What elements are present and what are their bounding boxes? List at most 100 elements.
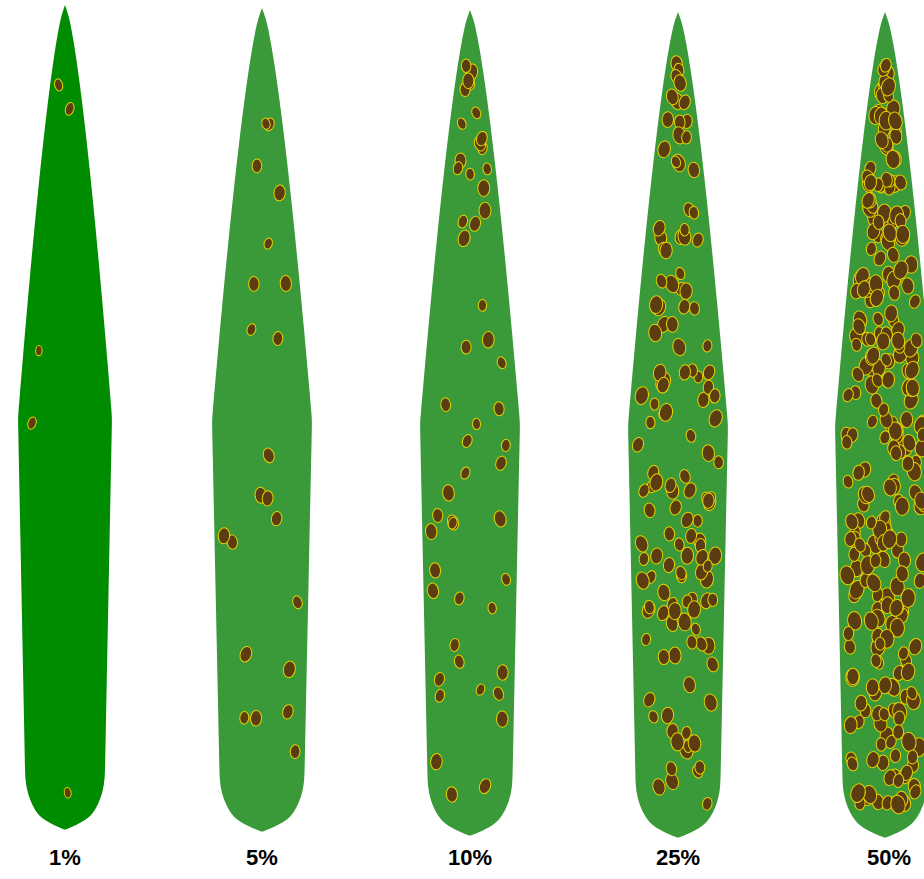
lesion-spot: [26, 416, 38, 431]
lesion-spot: [261, 117, 272, 130]
lesion-spot: [709, 388, 721, 403]
lesion-spot: [702, 339, 713, 352]
lesion-spot: [870, 553, 881, 568]
lesion-spot: [910, 332, 924, 349]
lesion-spot: [680, 223, 690, 236]
lesion-spot: [453, 654, 465, 669]
lesion-spot: [914, 552, 924, 572]
lesion-spot: [877, 333, 890, 350]
lesion-spot: [680, 547, 694, 565]
lesion-spot: [446, 786, 458, 802]
severity-label: 25%: [656, 847, 700, 869]
lesion-spot: [674, 565, 687, 581]
lesion-spot: [290, 745, 301, 759]
lesion-spot: [873, 130, 889, 150]
lesion-spot: [875, 637, 886, 651]
lesion-spot: [425, 523, 438, 540]
severity-label: 10%: [448, 847, 492, 869]
lesion-spot: [452, 161, 464, 176]
lesion-spot: [472, 418, 481, 430]
lesion-spot: [855, 695, 868, 711]
lesion-spot: [908, 293, 922, 310]
lesion-spot: [63, 787, 71, 799]
leaf: [18, 5, 112, 830]
lesion-spot: [844, 716, 858, 734]
lesion-spot: [496, 356, 508, 370]
lesion-spot: [433, 672, 446, 688]
lesion-spot: [494, 455, 508, 472]
lesion-spot: [866, 242, 877, 256]
leaf: [212, 8, 312, 832]
lesion-spot: [631, 436, 646, 453]
lesion-spot: [35, 346, 42, 356]
lesion-spot: [453, 591, 465, 606]
lesion-spot: [677, 94, 691, 111]
lesion-spot: [860, 485, 877, 505]
lesion-spot: [478, 180, 490, 197]
leaf-blade: [628, 12, 728, 838]
lesion-spot: [273, 184, 286, 201]
leaf-blade: [420, 10, 520, 836]
lesion-spot: [657, 583, 671, 601]
lesion-spot: [501, 439, 511, 452]
lesion-spot: [475, 130, 489, 147]
lesion-spot: [885, 149, 901, 169]
lesion-spot: [250, 710, 262, 726]
lesion-spot: [878, 707, 891, 722]
lesion-spot: [643, 600, 655, 615]
lesion-spot: [687, 734, 701, 753]
lesion-spot: [895, 532, 907, 547]
lesion-spot: [681, 130, 692, 144]
lesion-spot: [430, 753, 443, 770]
lesion-spot: [863, 174, 878, 192]
lesion-spot: [457, 229, 472, 248]
severity-label: 50%: [867, 847, 911, 869]
lesion-spot: [883, 478, 898, 496]
lesion-spot: [877, 402, 889, 417]
lesion-spot: [662, 557, 675, 574]
lesion-spot: [847, 668, 859, 684]
leaf-blade: [18, 5, 112, 830]
lesion-spot: [708, 593, 718, 607]
lesion-spot: [894, 174, 908, 191]
lesion-spot: [892, 773, 904, 788]
lesion-spot: [470, 106, 482, 120]
lesion-spot: [468, 215, 482, 232]
lesion-spot: [915, 439, 924, 457]
lesion-spot: [500, 573, 511, 587]
lesion-spot: [461, 59, 471, 73]
lesion-spot: [457, 214, 469, 229]
lesion-spot: [685, 428, 697, 443]
lesion-spot: [889, 794, 907, 816]
lesion-spot: [844, 512, 860, 531]
lesion-spot: [872, 249, 888, 267]
lesion-spot: [263, 237, 274, 250]
lesion-spot: [218, 527, 231, 544]
lesion-spot: [639, 552, 650, 566]
lesion-spot: [291, 595, 303, 610]
lesion-spot: [252, 159, 262, 173]
lesion-spot: [843, 639, 856, 655]
lesion-spot: [659, 242, 673, 260]
lesion-spot: [662, 112, 674, 128]
lesion-spot: [695, 760, 706, 774]
lesion-spot: [873, 215, 885, 230]
lesion-spot: [656, 140, 671, 159]
lesion-spot: [917, 428, 924, 442]
lesion-spot: [456, 117, 468, 131]
lesion-spot: [666, 316, 678, 333]
lesion-spot: [482, 162, 492, 175]
lesion-spot: [890, 446, 902, 461]
lesion-spot: [678, 299, 691, 315]
lesion-spot: [876, 738, 887, 752]
lesion-spot: [679, 511, 695, 530]
lesion-spot: [687, 600, 701, 618]
lesion-spot: [893, 710, 906, 726]
lesion-spot: [246, 323, 258, 337]
lesion-spot: [262, 490, 274, 506]
lesion-spot: [841, 435, 852, 449]
lesion-spot: [843, 626, 854, 641]
lesion-spot: [497, 665, 508, 681]
lesion-spot: [850, 366, 865, 383]
lesion-spot: [461, 433, 474, 448]
